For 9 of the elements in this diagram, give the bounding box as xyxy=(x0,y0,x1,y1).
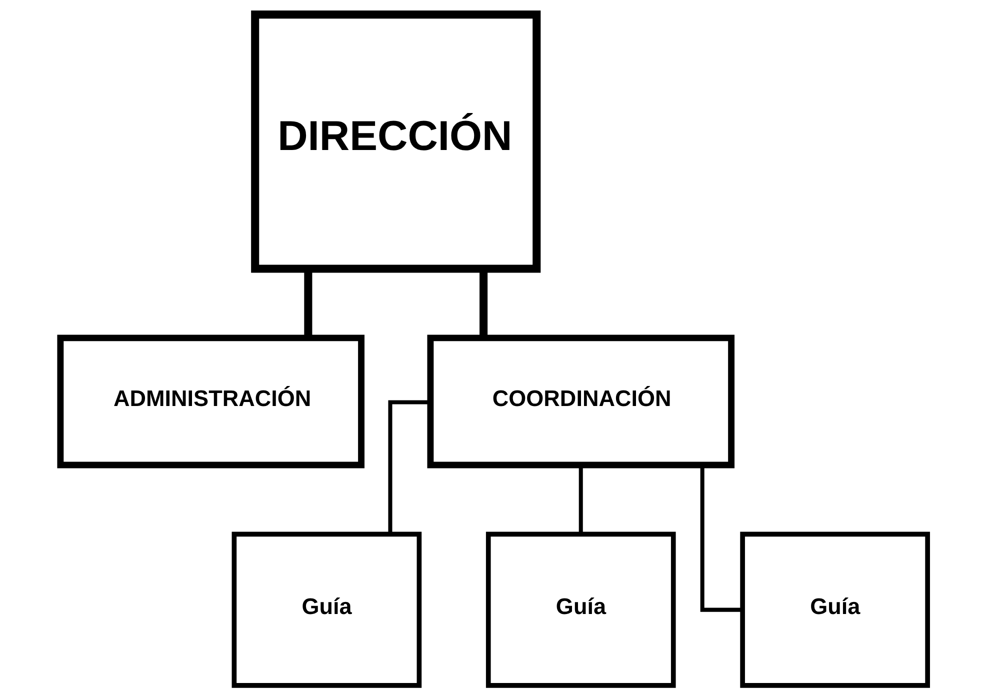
node-box: Guía xyxy=(485,532,676,688)
connector xyxy=(700,465,742,612)
node-box: Guía xyxy=(740,532,930,688)
node-box: COORDINACIÓN xyxy=(426,334,734,468)
node-box: DIRECCIÓN xyxy=(250,10,540,273)
node-box: ADMINISTRACIÓN xyxy=(56,334,364,468)
connector xyxy=(388,400,430,534)
connector xyxy=(578,465,582,534)
node-box: Guía xyxy=(231,532,422,688)
